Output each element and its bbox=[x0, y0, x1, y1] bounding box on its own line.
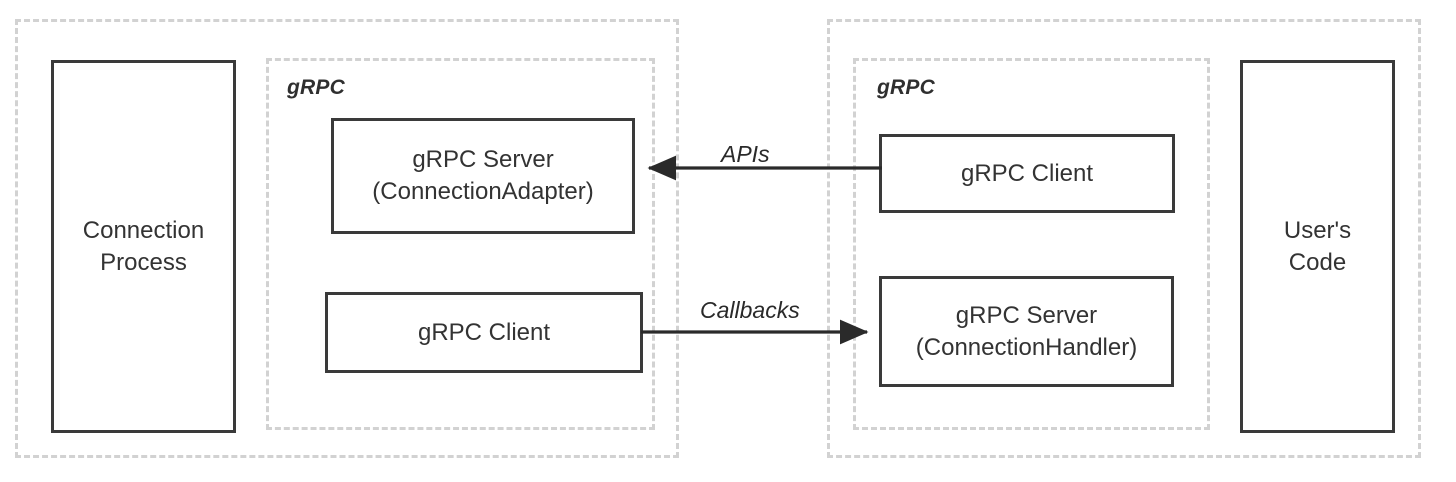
node-grpc-client-process-side-label: gRPC Client bbox=[417, 318, 551, 346]
group-grpc-right-boundary bbox=[853, 58, 1210, 430]
node-grpc-client-user-side-label: gRPC Client bbox=[960, 159, 1094, 187]
group-connection-process-boundary bbox=[15, 19, 679, 458]
node-grpc-server-connection-handler-label: gRPC Server (ConnectionHandler) bbox=[915, 301, 1138, 361]
edge-label-callbacks: Callbacks bbox=[700, 297, 800, 323]
group-label-grpc-left: gRPC bbox=[287, 76, 345, 99]
arrow-apis bbox=[647, 155, 882, 181]
group-user-side-boundary bbox=[827, 19, 1421, 458]
node-users-code-label: User's Code bbox=[1283, 216, 1352, 276]
group-label-grpc-right: gRPC bbox=[877, 76, 935, 99]
node-connection-process[interactable]: Connection Process bbox=[51, 60, 236, 433]
node-grpc-server-connection-adapter[interactable]: gRPC Server (ConnectionAdapter) bbox=[331, 118, 635, 234]
node-grpc-server-connection-adapter-label: gRPC Server (ConnectionAdapter) bbox=[372, 146, 594, 205]
group-grpc-left-boundary bbox=[266, 58, 655, 430]
node-connection-process-label: Connection Process bbox=[82, 216, 205, 276]
node-grpc-client-process-side[interactable]: gRPC Client bbox=[325, 292, 643, 373]
node-users-code[interactable]: User's Code bbox=[1240, 60, 1395, 433]
arrow-callbacks bbox=[641, 319, 869, 345]
node-grpc-server-connection-handler[interactable]: gRPC Server (ConnectionHandler) bbox=[879, 276, 1174, 387]
node-grpc-client-user-side[interactable]: gRPC Client bbox=[879, 134, 1175, 213]
edge-label-apis: APIs bbox=[721, 141, 770, 167]
